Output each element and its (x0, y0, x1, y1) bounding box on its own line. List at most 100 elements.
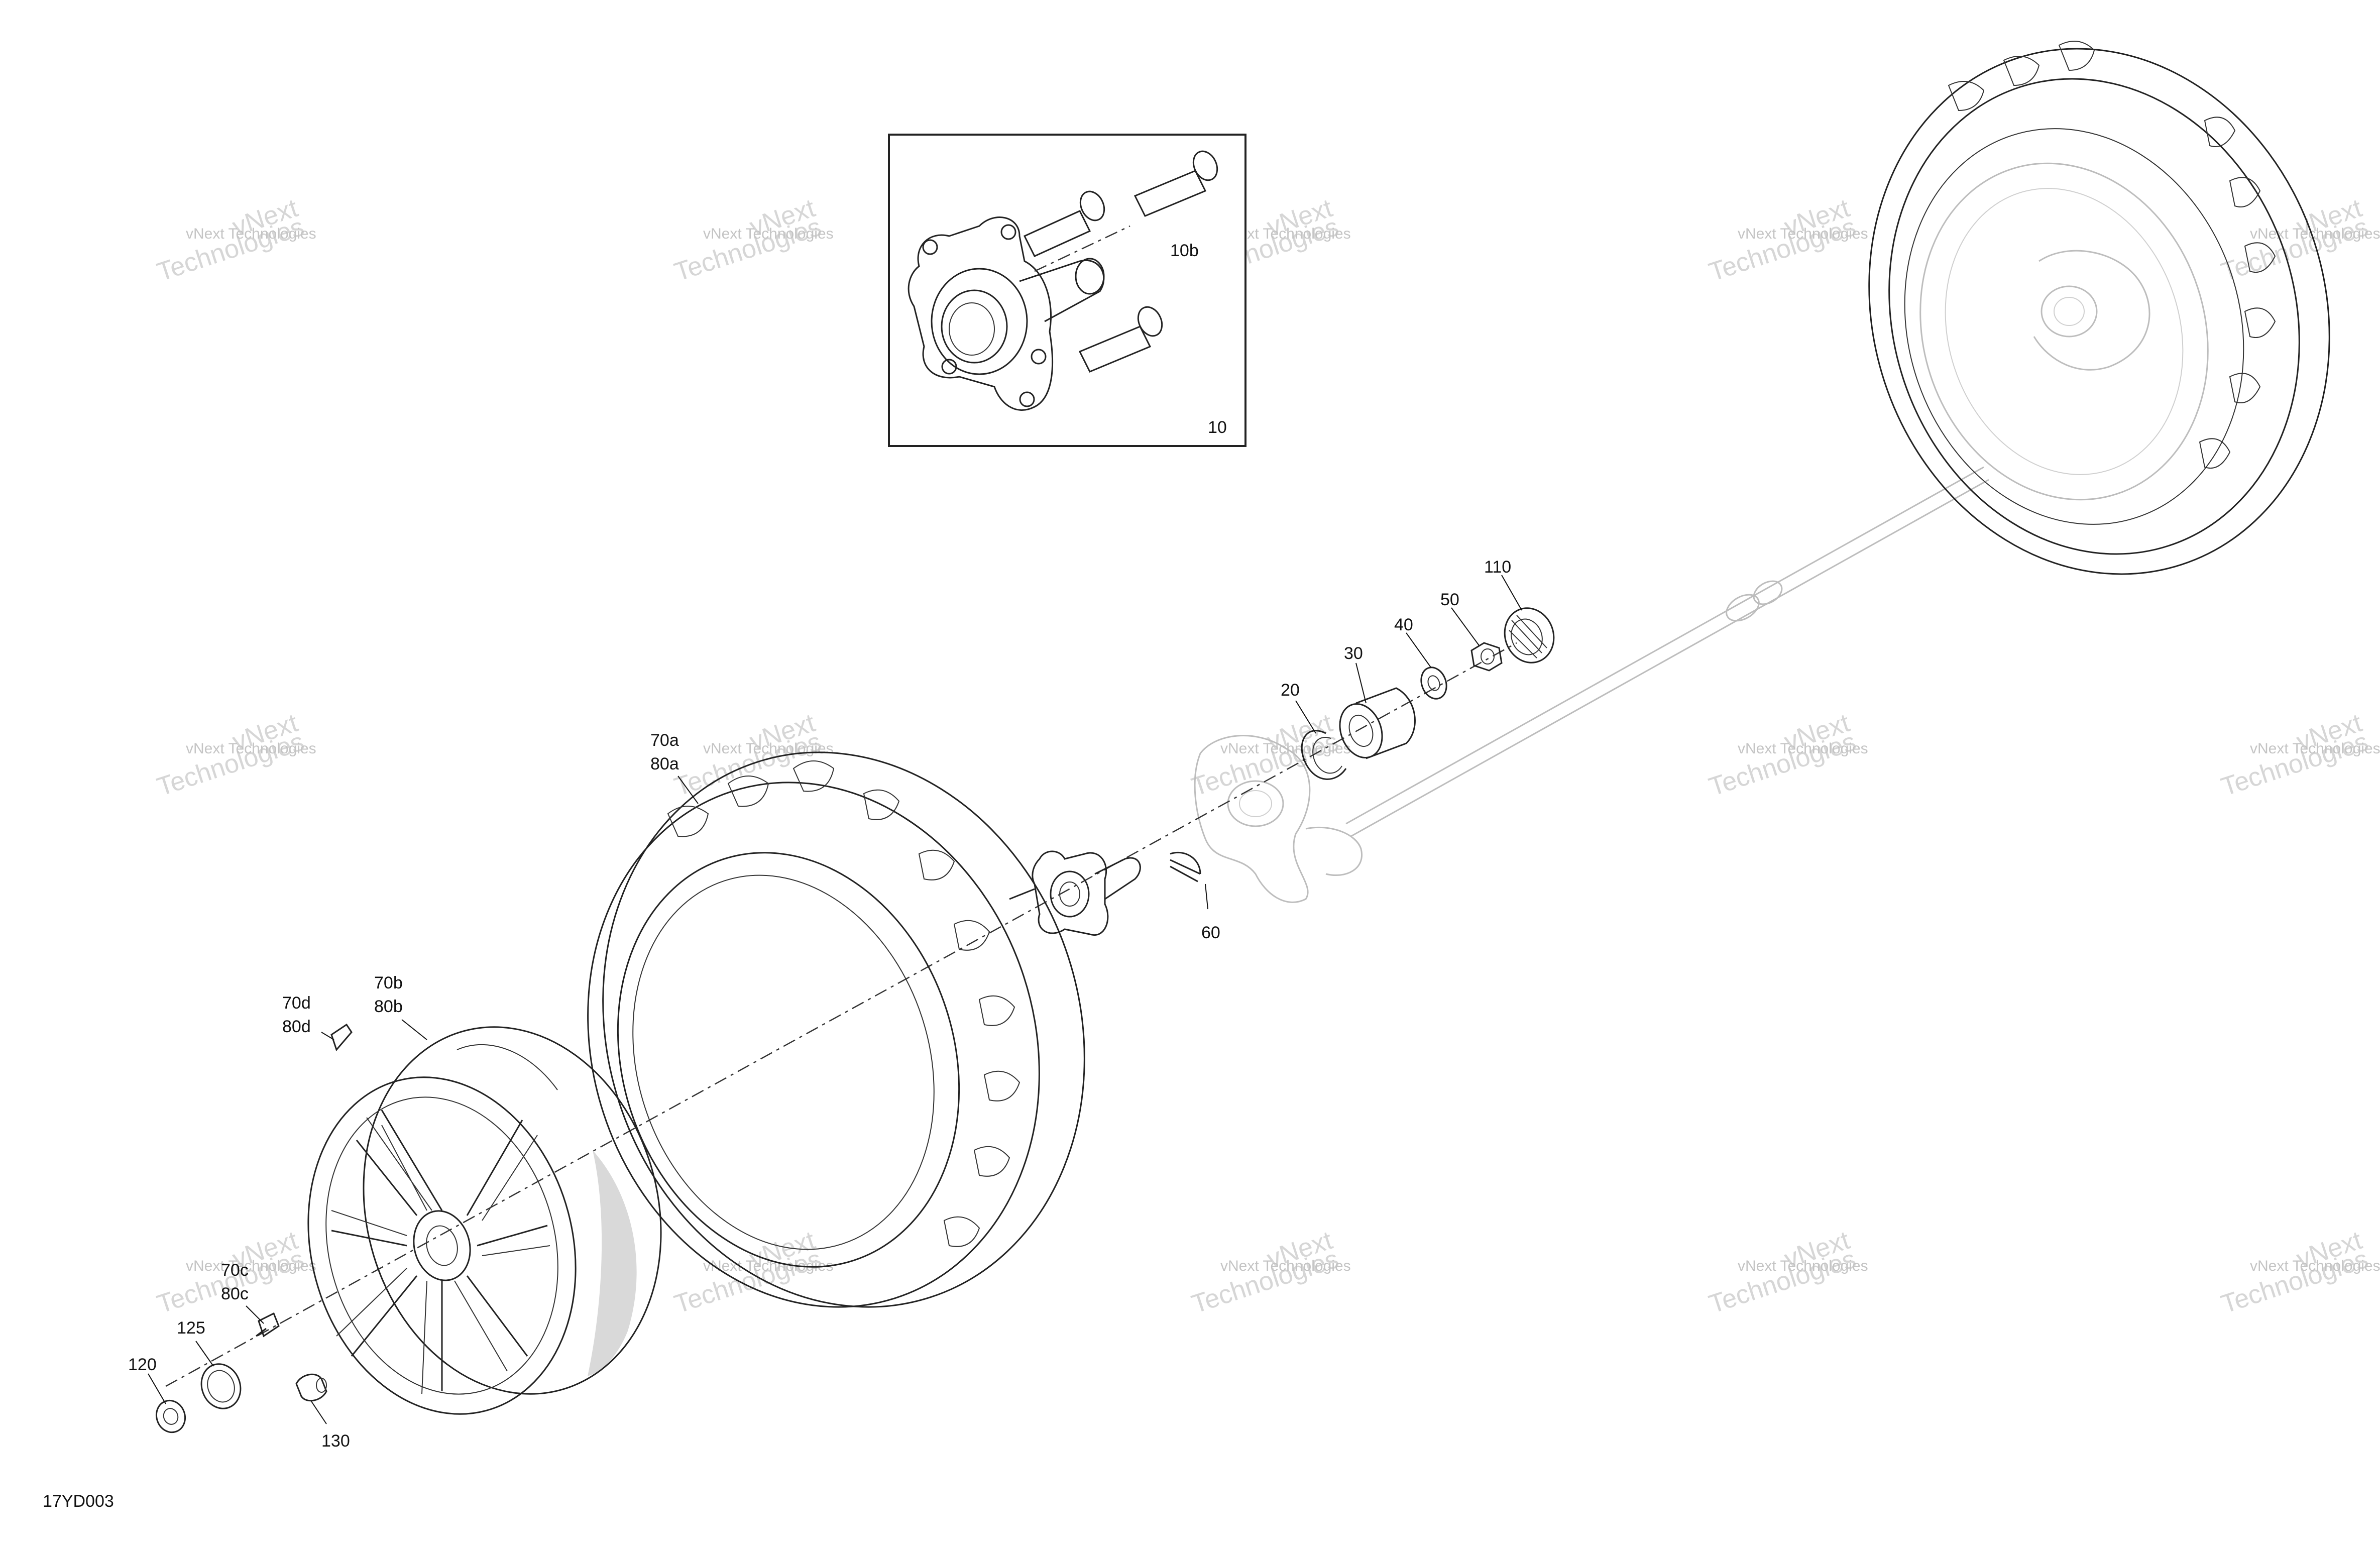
far-tire-inner (1904, 128, 2244, 525)
hub-bore-inner (949, 302, 995, 356)
diagram-ref-code: 17YD003 (43, 1492, 114, 1511)
steering-knuckle (1194, 735, 1363, 903)
stud-shank (1134, 170, 1207, 217)
tire-bead-outer (617, 852, 960, 1268)
watermark-text: vNext Technologies (186, 740, 316, 757)
watermark-text: Technologies (671, 212, 825, 287)
washer-outer (1420, 667, 1447, 700)
watermark-text: Technologies (2218, 1244, 2372, 1319)
part-labels: 110 50 40 30 20 60 70a 80a 70b 80b 70d 8… (128, 558, 1511, 1451)
part-70d-balance-weight (330, 1023, 353, 1051)
circlip-ring-inner (1312, 737, 1342, 774)
watermark-text: Technologies (671, 727, 825, 802)
watermark-text: Technologies (154, 727, 308, 802)
leader-70c (246, 1305, 264, 1324)
watermark-text: Technologies (1188, 1244, 1342, 1319)
knuckle-bore (1227, 780, 1284, 827)
label-40: 40 (1394, 615, 1413, 634)
leader-30 (1355, 662, 1367, 704)
axle-joint (1726, 594, 1760, 622)
part-110-hub-cap (1504, 607, 1555, 664)
rim-spoke-edges (331, 1117, 550, 1394)
far-rim (1919, 162, 2209, 501)
watermark-text: Technologies (1706, 727, 1860, 802)
watermark: vNext Technologies vNext Technologies (671, 193, 834, 287)
knuckle-bore-inner (1239, 790, 1272, 817)
watermark: vNext Technologies vNext Technologies (1188, 1226, 1351, 1319)
leader-110 (1501, 575, 1522, 611)
watermark: vNext Technologies vNext Technologies (154, 708, 316, 802)
label-125: 125 (177, 1318, 205, 1338)
leader-120 (148, 1373, 166, 1404)
watermark-text: vNext Technologies (2250, 226, 2380, 242)
bearing-bore (1348, 715, 1374, 747)
watermark: vNext Technologies vNext Technologies (1706, 1226, 1868, 1319)
label-70a: 70a (650, 731, 679, 750)
rim-barrel-edge (457, 1044, 558, 1090)
hub-face (1050, 870, 1090, 918)
label-80b: 80b (374, 997, 403, 1016)
inset-label-10: 10 (1208, 418, 1227, 437)
part-130-lug-nut (295, 1373, 327, 1402)
watermark-layer: vNext Technologies vNext Technologies vN… (154, 193, 2380, 1319)
leader-70d (321, 1032, 334, 1040)
label-30: 30 (1344, 644, 1363, 663)
label-70c: 70c (221, 1261, 249, 1280)
assembly-centerline (165, 642, 1517, 1387)
hub-bore (941, 289, 1008, 364)
rim-center-bore-inner (426, 1225, 458, 1266)
watermark-text: vNext Technologies (1738, 226, 1868, 242)
label-80a: 80a (650, 754, 679, 774)
rim-barrel-shade (588, 1150, 637, 1376)
hub-assembly (1009, 850, 1141, 936)
label-130: 130 (321, 1431, 350, 1451)
part-125-ring (200, 1363, 242, 1409)
tire-outer (602, 751, 1085, 1308)
wheel-stud (1078, 306, 1163, 373)
label-110: 110 (1484, 558, 1511, 577)
inset-frame (888, 134, 1246, 447)
lug-nut-body (295, 1373, 327, 1402)
far-hub-nut (2041, 285, 2098, 338)
hub-stud (1009, 888, 1035, 900)
far-tire-tread (1888, 78, 2300, 555)
stud-shank (1078, 325, 1152, 373)
nut-hex (1470, 642, 1503, 672)
far-tire-tread-pattern (1948, 41, 2276, 469)
wheel-stud (1023, 190, 1105, 257)
leader-70b (401, 1019, 427, 1040)
watermark-text: Technologies (2218, 727, 2372, 802)
watermark: vNext Technologies vNext Technologies (2218, 708, 2380, 802)
watermark-text: vNext Technologies (186, 1258, 316, 1274)
watermark-text: vNext Technologies (2250, 1258, 2380, 1274)
inset-axis (1034, 225, 1130, 272)
leader-lines (148, 575, 1522, 1424)
stud-hole (1019, 391, 1035, 407)
rim-outer-lip (363, 1026, 662, 1395)
ring-inner (207, 1370, 235, 1403)
watermark: vNext Technologies vNext Technologies (154, 193, 316, 287)
watermark-text: vNext Technologies (2250, 740, 2380, 757)
knuckle-body (1194, 735, 1311, 903)
stud-hole (922, 239, 938, 255)
label-120: 120 (128, 1355, 157, 1374)
stud-head (1079, 190, 1105, 222)
watermark: vNext Technologies vNext Technologies (671, 708, 834, 802)
far-tire-outer (1868, 48, 2330, 575)
tire-tread-pattern (667, 760, 1021, 1247)
hub-spindle (1094, 857, 1141, 900)
watermark: vNext Technologies vNext Technologies (1706, 708, 1868, 802)
watermark-text: Technologies (1706, 1244, 1860, 1319)
leader-20 (1295, 700, 1316, 734)
leader-125 (195, 1341, 214, 1367)
axle-joint (1753, 580, 1783, 605)
lug-nut-end (316, 1378, 327, 1393)
hub-flange (1032, 850, 1109, 936)
label-20: 20 (1281, 681, 1300, 700)
label-70b: 70b (374, 973, 403, 992)
watermark-text: Technologies (671, 1244, 825, 1319)
stud-head (1192, 150, 1218, 181)
tire-bead-inner (632, 874, 935, 1250)
axle-shaft-lower (1350, 479, 1989, 837)
